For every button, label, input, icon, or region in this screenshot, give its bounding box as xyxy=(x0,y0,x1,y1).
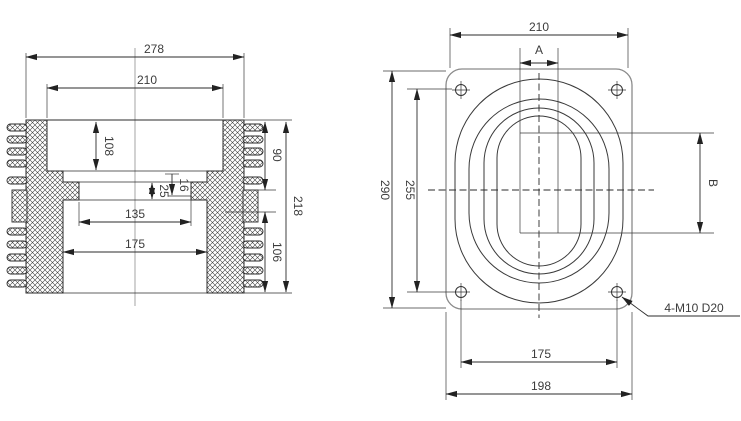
dim-label-B: B xyxy=(706,179,720,187)
bus-slot-reference-lines xyxy=(519,48,714,234)
dim-label-175-section: 175 xyxy=(125,237,145,251)
dim-slot-width-A: A xyxy=(519,43,559,67)
hole-top-right xyxy=(608,81,626,99)
dim-plate-width: 198 xyxy=(445,312,633,400)
dim-label-210-section: 210 xyxy=(137,73,157,87)
dim-plate-height: 290 xyxy=(378,70,446,309)
callout-label-4-M10-D20: 4-M10 D20 xyxy=(664,301,724,315)
left-flange-block xyxy=(11,189,28,223)
dim-plan-outer-width: 210 xyxy=(449,20,629,68)
dim-label-255: 255 xyxy=(403,180,417,200)
dim-lower-recess-width: 175 xyxy=(62,237,208,256)
dim-window-width: 135 xyxy=(78,198,192,226)
dim-overall-height: 218 xyxy=(282,121,305,293)
right-wall-section xyxy=(190,119,245,294)
mounting-hole-callout: 4-M10 D20 xyxy=(621,296,740,317)
dim-recess-depth: 108 xyxy=(92,121,116,171)
dim-lower-height: 106 xyxy=(225,211,284,293)
dim-overall-width: 278 xyxy=(25,42,245,118)
dim-label-106: 106 xyxy=(270,242,284,262)
left-fins xyxy=(6,123,28,288)
dim-label-278: 278 xyxy=(144,42,164,56)
plan-view: 210 A B 290 255 17 xyxy=(378,20,740,400)
dim-window-step: 16 xyxy=(165,173,191,196)
dim-top-opening-width: 210 xyxy=(46,73,224,118)
dim-label-16: 16 xyxy=(177,178,191,192)
section-view: 278 210 108 25 16 135 xyxy=(6,42,305,306)
right-flange-block xyxy=(242,189,259,223)
dim-label-290: 290 xyxy=(378,180,392,200)
dim-label-A: A xyxy=(535,43,543,57)
dim-label-108: 108 xyxy=(102,136,116,156)
dim-label-218: 218 xyxy=(291,196,305,216)
dim-hole-pitch-horizontal: 175 xyxy=(460,300,618,368)
hole-bottom-right xyxy=(608,283,626,301)
dim-label-210-plan: 210 xyxy=(529,20,549,34)
dim-label-90: 90 xyxy=(270,148,284,162)
hole-top-left xyxy=(452,81,470,99)
dim-slot-height-B: B xyxy=(696,132,720,234)
dim-hole-pitch-vertical: 255 xyxy=(403,88,452,293)
dim-label-25: 25 xyxy=(157,184,171,198)
dim-label-175-plan: 175 xyxy=(531,347,551,361)
dim-label-198: 198 xyxy=(531,379,551,393)
callout-leader-line xyxy=(621,296,740,317)
dim-upper-height: 90 xyxy=(248,121,284,191)
hole-bottom-left xyxy=(452,283,470,301)
dim-label-135: 135 xyxy=(125,207,145,221)
mounting-holes xyxy=(452,81,626,301)
left-wall-section xyxy=(25,119,80,294)
dim-window-height: 25 xyxy=(148,182,171,200)
